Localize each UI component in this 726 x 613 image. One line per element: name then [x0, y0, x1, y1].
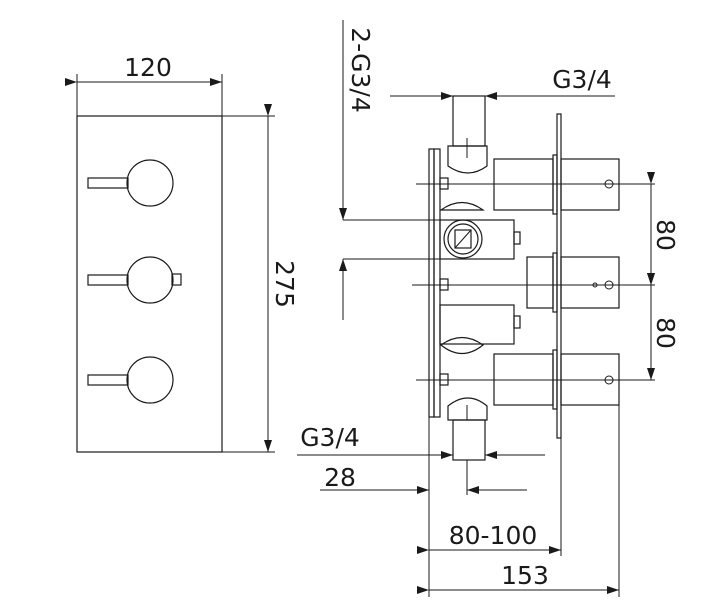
- offset-label: 28: [324, 463, 356, 492]
- total-depth-label: 153: [501, 561, 549, 590]
- spacing-top-label: 80: [651, 219, 680, 251]
- width-label: 120: [124, 53, 172, 82]
- side-view: G3/4 2-G3/4 80 80 G3/4 28 80-100 153: [297, 20, 680, 597]
- depth-range-label: 80-100: [449, 521, 538, 550]
- faceplate: [76, 115, 223, 453]
- spacing-bottom-label: 80: [651, 317, 680, 349]
- bottom-outlet-label: G3/4: [300, 423, 360, 452]
- knob-top: [87, 159, 174, 207]
- knob-bottom: [87, 356, 174, 404]
- top-inlet-label: G3/4: [552, 65, 612, 94]
- inlets-label: 2-G3/4: [346, 27, 375, 112]
- cartridge-middle: [526, 252, 620, 313]
- knob-middle: [87, 256, 182, 304]
- front-view: 120 275: [65, 53, 299, 453]
- height-label: 275: [270, 260, 299, 308]
